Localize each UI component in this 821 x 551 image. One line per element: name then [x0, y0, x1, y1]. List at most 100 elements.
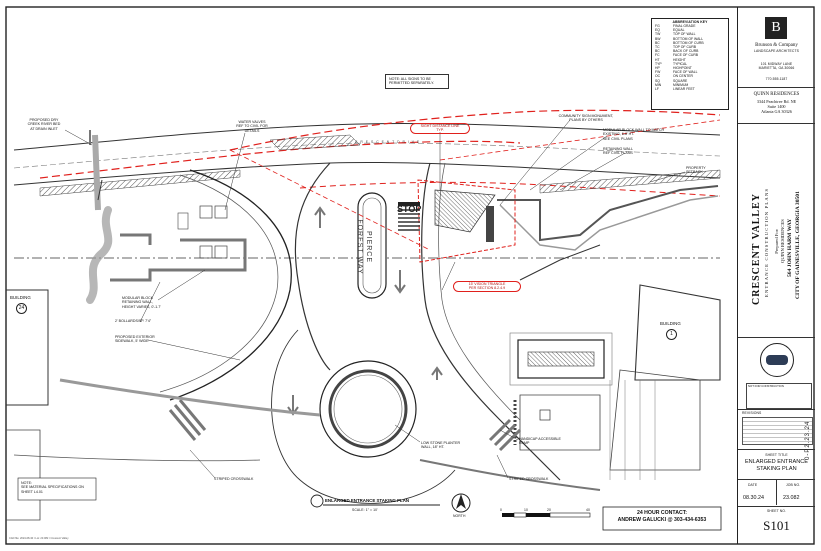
abbreviation-code: FW [655, 70, 661, 75]
dry-creek-bed [86, 206, 113, 304]
title-block: B Brunson & Company LANDSCAPE ARCHITECTS… [737, 7, 815, 544]
utility-box-1 [199, 205, 213, 219]
stamp-note: NOT FOR CONSTRUCTION [746, 383, 812, 409]
retaining-wall-right [497, 185, 719, 242]
callout-sidewalk: PROPOSED EXTERIOR SIDEWALK, 5' WIDE [115, 335, 155, 344]
firm-sub: LANDSCAPE ARCHITECTS [754, 49, 799, 53]
shoulder-hatch-right [539, 169, 721, 194]
firm-logo-icon: B [765, 17, 787, 39]
roundabout-drive [271, 329, 456, 504]
callout-retaining-wall: RETAINING WALL REF CIVIL PLANS [603, 147, 633, 156]
callout-sight-distance: SIGHT DISTANCE LINE TYP. [410, 123, 470, 134]
abbreviation-row: BC BOTTOM OF CURB [655, 41, 725, 45]
roundabout-planter-wall [328, 369, 408, 449]
contact-box [602, 506, 722, 531]
abbreviation-code: MIN [655, 82, 662, 87]
arrow-2 [394, 270, 406, 294]
abbreviation-code: BC [655, 40, 660, 45]
project-address-1: 564 JOHN HARM WAY [787, 218, 793, 277]
road-name-label: PIERCE FOREST WAY [356, 219, 372, 275]
callout-vision-triangle: 15' VISION TRIANGLE PER SECTION 8.2.4.9 [453, 281, 521, 292]
client-address: 3344 Peachtree Rd. NE Suite 1400 Atlanta… [756, 99, 797, 114]
entry-road-west-edge [294, 162, 331, 371]
plan-title-bubble [310, 494, 324, 508]
abbreviation-meaning: BOTTOM OF CURB [673, 40, 704, 45]
roundabout-outer [319, 360, 417, 458]
side-sheet-id: 0-P2.23.24 [805, 420, 811, 460]
abbreviation-code: TW [655, 32, 661, 37]
sheet-date: 08.30.24 [743, 495, 764, 501]
north-arrow-icon [451, 493, 471, 513]
abbreviation-meaning: HEIGHT [673, 57, 686, 62]
callout-dry-creek: PROPOSED DRY CREEK RIVER BED AT DRAIN IN… [27, 118, 61, 131]
callout-water-valves: WATER VALVES REF TO CIVIL FOR DETAILS [236, 120, 268, 133]
client-name: QUINN RESIDENCES [753, 92, 800, 97]
crescent-drive-edge-south [13, 161, 721, 186]
sheet-title: ENLARGED ENTRANCE STAKING PLAN [744, 459, 809, 472]
job-label: JOB NO. [786, 483, 801, 487]
arrow-1 [314, 206, 326, 228]
contact-line-2: ANDREW GALUCKI @ 303-434-6353 [617, 516, 707, 523]
abbreviation-meaning: FINAL GRADE [673, 24, 696, 28]
shoulder-hatch-top [269, 134, 361, 151]
plan-scale: SCALE: 1" = 10' [352, 508, 378, 512]
abbreviation-meaning: FACE OF WALL [673, 70, 698, 75]
arrow-4 [431, 366, 443, 380]
sight-distance-line-1 [229, 149, 431, 251]
abbreviation-meaning: LINEAR FEET [673, 87, 695, 92]
shoulder-hatch-left [39, 169, 241, 197]
project-title: CRESCENT VALLEY [751, 193, 762, 305]
abbreviation-row: FC FACE OF CURB [655, 53, 725, 57]
utility-box-2 [214, 205, 228, 219]
callout-community-sign: COMMUNITY SIGN MONUMENT, PLANS BY OTHERS [558, 114, 614, 123]
abbreviation-meaning: FACE OF CURB [673, 53, 699, 58]
abbreviation-code: EQ [655, 28, 660, 33]
abbreviation-code: HT [655, 57, 660, 62]
stop-marking: STOP [397, 204, 422, 214]
sight-distance-line-2 [439, 119, 721, 161]
sheet-number-label: SHEET NO. [766, 509, 787, 513]
building-24-outline [6, 289, 49, 406]
leader-lines [64, 119, 686, 479]
callout-striped-crosswalk-right: STRIPED CROSSWALK [509, 477, 549, 481]
utility-box-3 [199, 245, 213, 259]
property-line [39, 140, 521, 179]
callout-modular-match: MODULAR BLOCK WALL TO MATCH EXISTING, 6-… [603, 128, 665, 141]
sheet-border [5, 6, 815, 545]
callout-striped-crosswalk-left: STRIPED CROSSWALK [214, 477, 254, 481]
entry-road-east-edge [421, 162, 561, 481]
arrow-3 [287, 395, 299, 416]
abbreviation-key-title: ABBREVIATION KEY [672, 20, 708, 24]
crosswalk-left [168, 399, 207, 441]
abbreviation-code: FC [655, 53, 660, 58]
professional-stamp [760, 343, 794, 377]
median-island [357, 192, 387, 299]
abbreviation-code: OC [655, 74, 661, 79]
contact-line-1: 24 HOUR CONTACT: [636, 510, 688, 516]
abbreviation-meaning: ON CENTER [673, 74, 693, 79]
sidewalk-lower [59, 378, 321, 417]
plan-title: ENLARGED ENTRANCE STAKING PLAN [325, 498, 410, 503]
revisions-table [742, 417, 813, 445]
abbreviation-meaning: TYPICAL [673, 61, 688, 66]
firm-address: 101 MIDWAY LANE MARIETTA, GA 30066 [758, 62, 795, 70]
abbreviation-meaning: BOTTOM OF WALL [673, 36, 704, 41]
building-24-number: 24 [16, 303, 27, 314]
abbreviation-code: TYP [655, 61, 662, 66]
abbreviation-row: OC ON CENTER [655, 74, 725, 78]
abbreviation-meaning: TOP OF WALL [673, 32, 696, 37]
north-label: NORTH [453, 514, 466, 518]
sheet-number: S101 [763, 518, 790, 533]
note-box [17, 477, 97, 501]
scale-label-40: 40 [586, 508, 590, 512]
abbreviation-code: BC [655, 49, 660, 54]
abbreviation-code: SQ [655, 78, 660, 83]
